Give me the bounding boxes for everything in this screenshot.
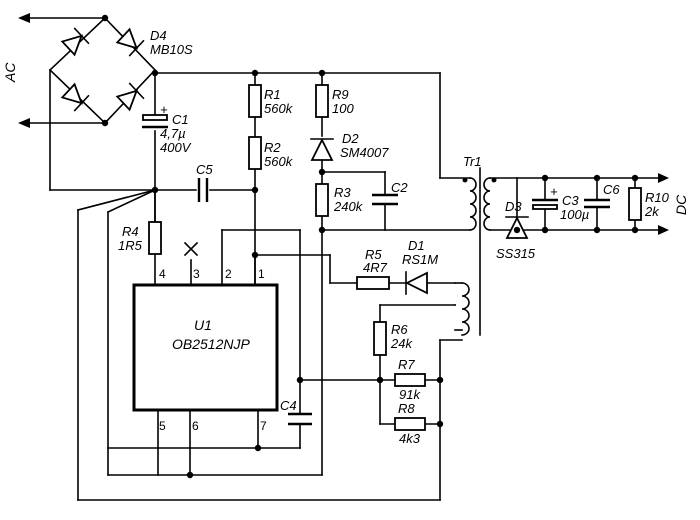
c3-plus: +: [550, 184, 558, 199]
c1-ref: C1: [172, 112, 189, 127]
capacitor-c1: [142, 114, 168, 129]
r1-val: 560k: [264, 101, 294, 116]
dc-output-arrows: [658, 173, 669, 235]
pin-4: 4: [159, 267, 166, 281]
pin-7: 7: [260, 419, 267, 433]
r5-ref: R5: [365, 247, 382, 262]
c3-val: 100µ: [560, 207, 589, 222]
d1-ref: D1: [408, 238, 425, 253]
capacitor-c4: [288, 412, 312, 426]
d2-ref: D2: [342, 131, 359, 146]
r1-ref: R1: [264, 87, 281, 102]
c1-val2: 400V: [160, 140, 192, 155]
c5-ref: C5: [196, 162, 213, 177]
resistor-r4: [148, 221, 162, 255]
pin-2: 2: [225, 267, 232, 281]
d3-ref: D3: [505, 199, 522, 214]
ac-label: AC: [2, 62, 18, 83]
c2-ref: C2: [391, 180, 408, 195]
resistor-r1: [248, 84, 262, 118]
pin-5: 5: [159, 419, 166, 433]
r2-ref: R2: [264, 140, 281, 155]
resistor-r5: [356, 276, 390, 290]
r7-ref: R7: [398, 357, 415, 372]
c3-ref: C3: [562, 193, 579, 208]
resistor-r3: [315, 183, 329, 217]
r10-val: 2k: [644, 204, 660, 219]
capacitor-c5: [197, 178, 209, 202]
d3-part: SS315: [496, 246, 536, 261]
resistor-r7: [394, 373, 426, 387]
r3-ref: R3: [334, 185, 351, 200]
transformer-tr1: [461, 167, 497, 336]
d4-part: MB10S: [150, 42, 193, 57]
resistor-r10: [628, 187, 642, 221]
r8-ref: R8: [398, 401, 415, 416]
r2-val: 560k: [264, 154, 294, 169]
r7-val: 91k: [399, 387, 421, 402]
d1-part: RS1M: [402, 252, 438, 267]
junction-dots: [101, 14, 639, 479]
u1-part: OB2512NJP: [172, 336, 250, 352]
resistor-r2: [248, 136, 262, 170]
resistor-r8: [394, 417, 426, 431]
r4-ref: R4: [122, 224, 139, 239]
pin-1: 1: [258, 267, 265, 281]
diode-d1: [404, 271, 428, 295]
capacitor-c3: [532, 198, 558, 210]
c1-plus: +: [160, 102, 168, 117]
r4-val: 1R5: [118, 238, 143, 253]
resistor-r6: [373, 321, 387, 356]
u1-ref: U1: [194, 317, 212, 333]
r6-ref: R6: [391, 322, 408, 337]
diode-d2: [310, 137, 334, 161]
tr1-ref: Tr1: [463, 154, 482, 169]
c6-ref: C6: [603, 182, 620, 197]
r10-ref: R10: [645, 190, 670, 205]
dc-label: DC: [673, 194, 689, 215]
r5-val: 4R7: [363, 260, 388, 275]
r9-ref: R9: [332, 87, 349, 102]
r6-val: 24k: [390, 336, 413, 351]
capacitor-c6: [584, 198, 610, 209]
ic-u1: [132, 283, 279, 412]
pin-3: 3: [193, 267, 200, 281]
resistor-r9: [315, 84, 329, 118]
wires: [18, 13, 666, 501]
r9-val: 100: [332, 101, 354, 116]
d2-part: SM4007: [340, 145, 389, 160]
r8-val: 4k3: [399, 431, 421, 446]
c1-val1: 4,7µ: [160, 126, 186, 141]
capacitor-c2: [372, 193, 398, 206]
bridge-rectifier-d4: [60, 27, 145, 112]
pin-6: 6: [192, 419, 199, 433]
d4-ref: D4: [150, 28, 167, 43]
r3-val: 240k: [333, 199, 364, 214]
c4-ref: C4: [280, 398, 297, 413]
